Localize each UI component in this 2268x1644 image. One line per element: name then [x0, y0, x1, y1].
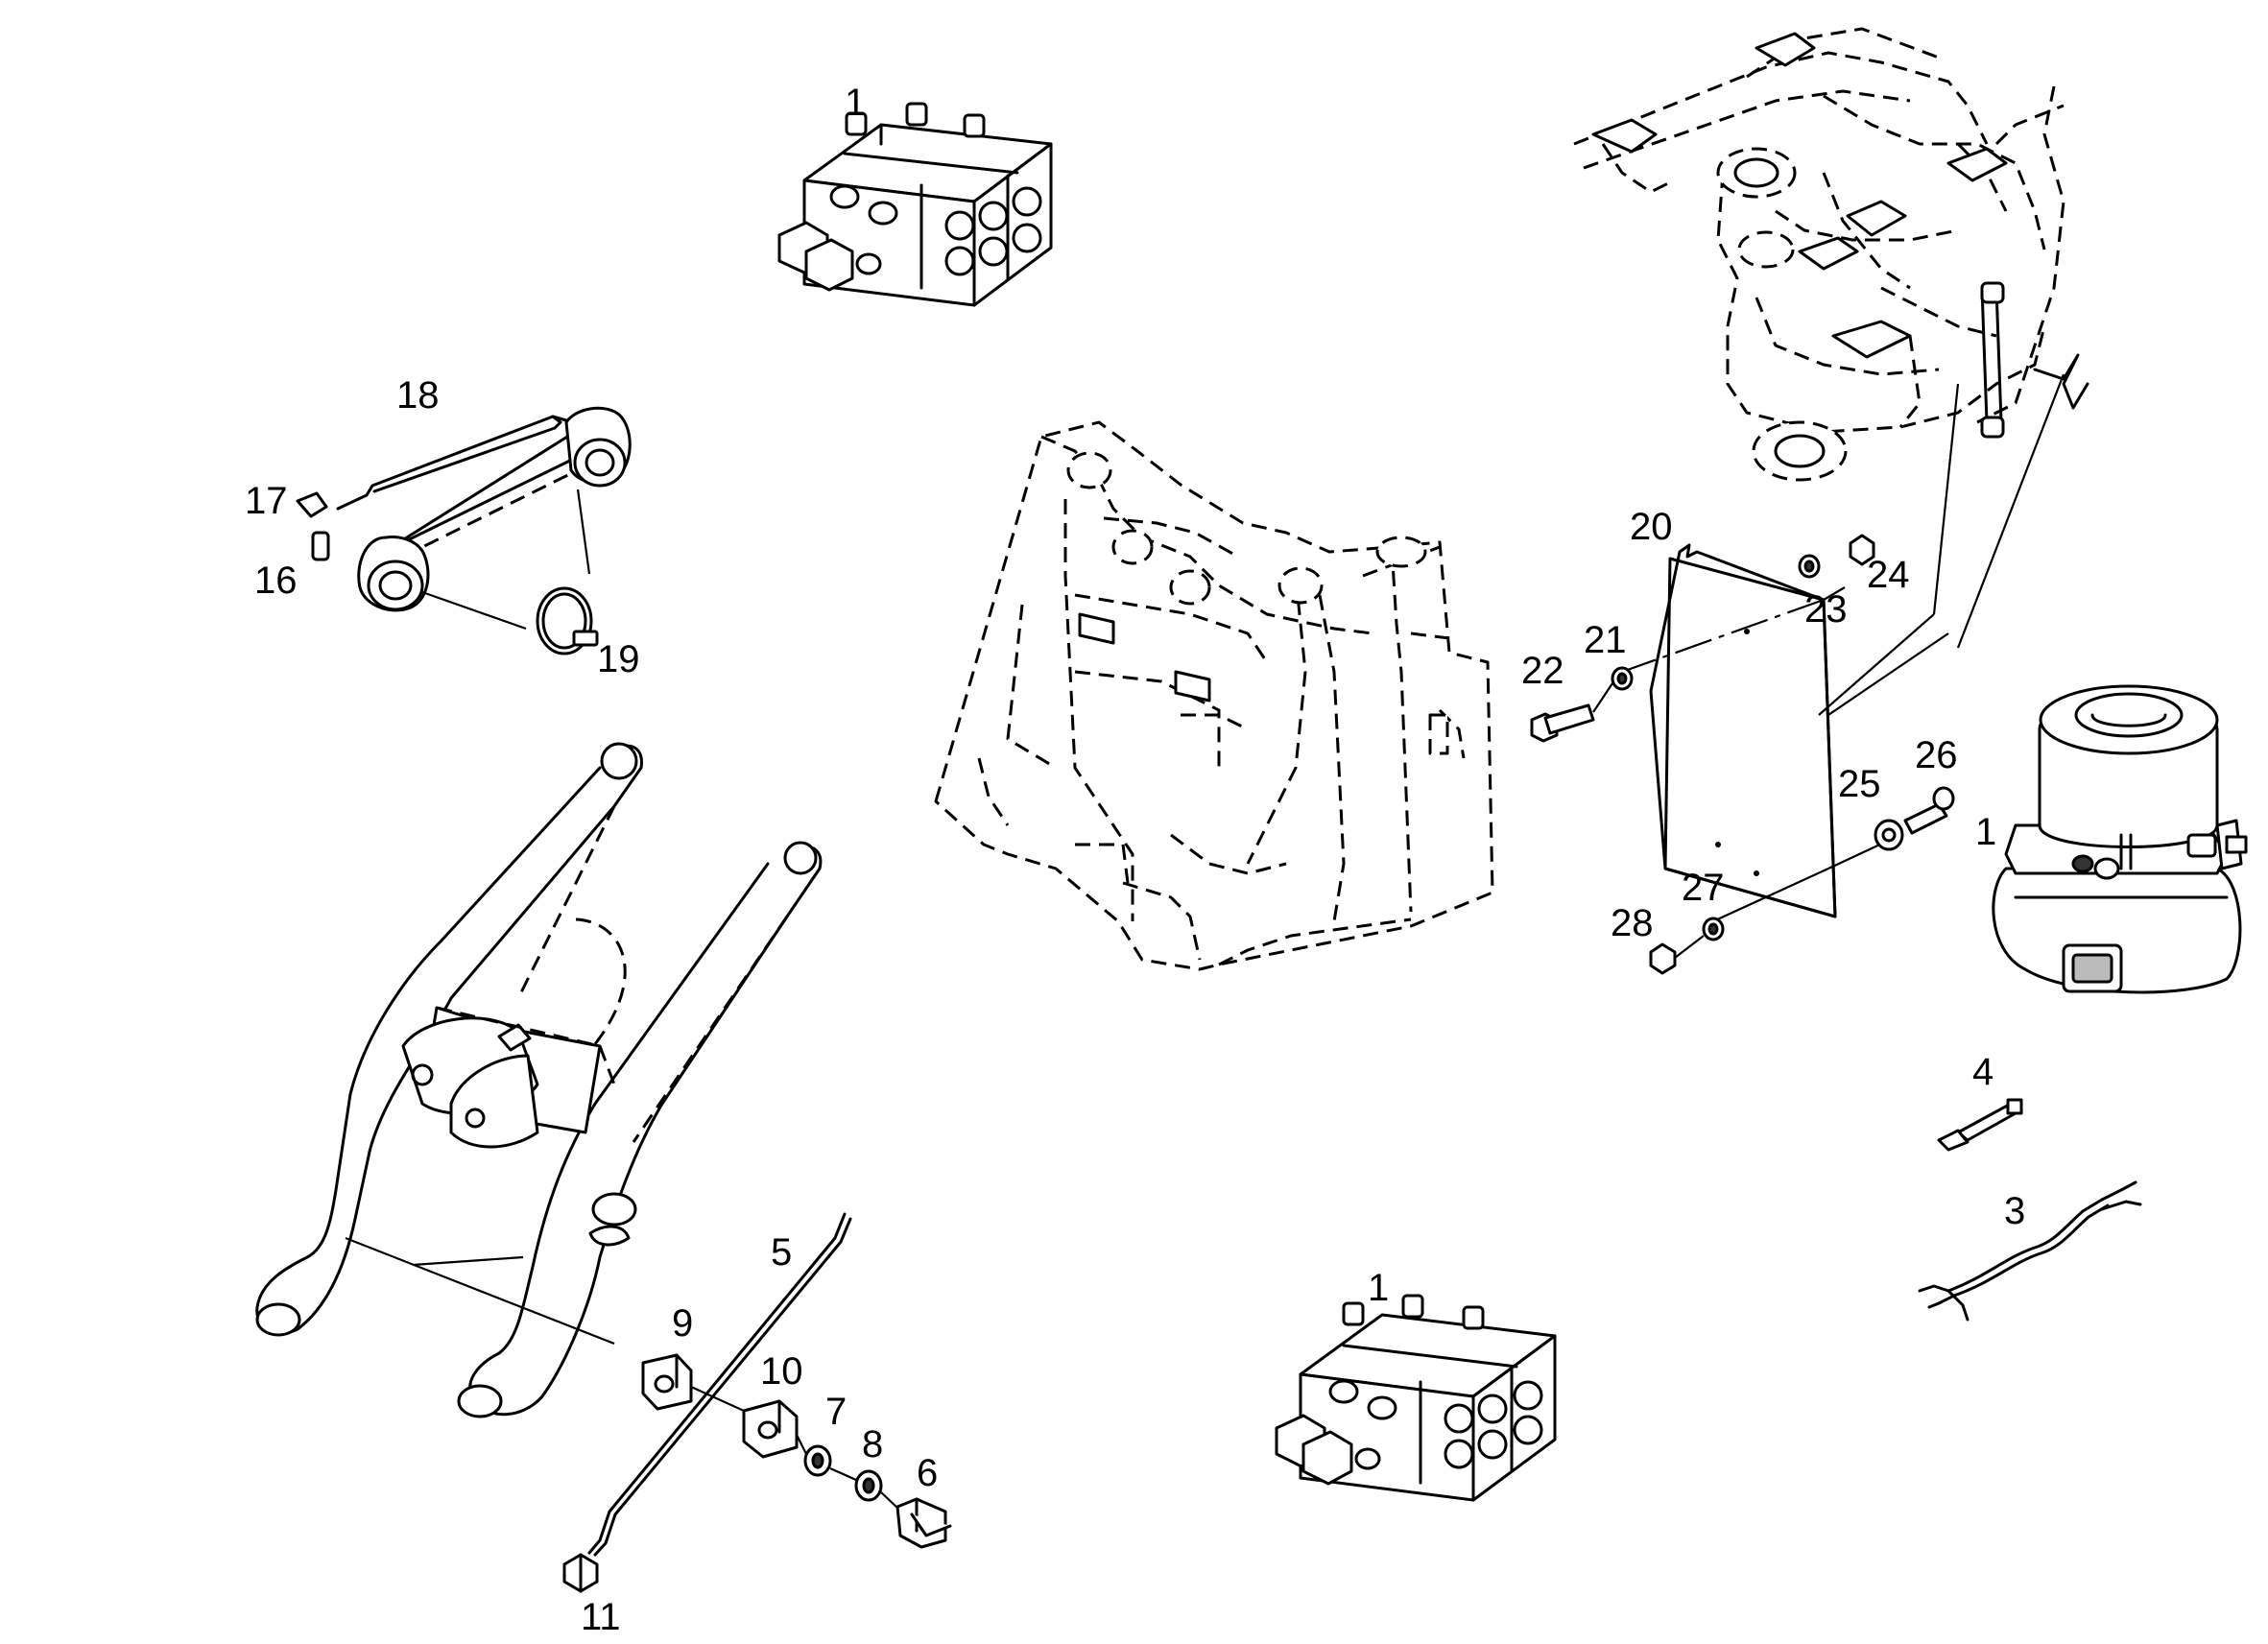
- callout-19: 19: [597, 638, 640, 680]
- callout-16: 16: [254, 560, 298, 602]
- callout-1-bottom: 1: [1368, 1267, 1389, 1309]
- grease-pump: [1992, 684, 2248, 994]
- callout-21: 21: [1584, 619, 1627, 661]
- callout-10: 10: [760, 1350, 803, 1393]
- callout-9: 9: [672, 1302, 693, 1345]
- callout-8: 8: [862, 1423, 883, 1465]
- tilt-link-rod: [296, 406, 632, 655]
- front-frame-top: [1573, 27, 2089, 482]
- loader-frame: [934, 420, 1494, 971]
- callout-27: 27: [1682, 867, 1725, 909]
- callout-28: 28: [1611, 902, 1654, 944]
- callout-1-pump: 1: [1975, 811, 1996, 853]
- callout-1-top: 1: [845, 82, 866, 124]
- fasteners: [1530, 534, 1955, 975]
- callout-3: 3: [2004, 1190, 2025, 1232]
- wiring-harness: [1918, 1180, 2142, 1322]
- callout-18: 18: [396, 374, 440, 417]
- callout-25: 25: [1838, 763, 1881, 805]
- callout-20: 20: [1630, 506, 1673, 548]
- callout-26: 26: [1915, 734, 1958, 776]
- distributor-block-bottom: [1275, 1294, 1557, 1502]
- callout-17: 17: [245, 480, 288, 522]
- filler-nipple: [1937, 1098, 2023, 1152]
- mounting-plate: [1621, 373, 2065, 922]
- callout-4: 4: [1972, 1051, 1993, 1093]
- callout-7: 7: [825, 1391, 847, 1433]
- callout-5: 5: [771, 1231, 792, 1274]
- callout-labels: 1 1 1 3 4 5 6 7 8 9 10 11 16 17 18 19 20…: [245, 82, 2025, 1638]
- callout-24: 24: [1867, 554, 1910, 596]
- hose-clamp-parts: [562, 1212, 952, 1593]
- callout-11: 11: [581, 1596, 621, 1638]
- callout-23: 23: [1804, 588, 1848, 631]
- distributor-block-top: [777, 102, 1053, 307]
- callout-22: 22: [1521, 650, 1564, 692]
- loader-lift-arm: [255, 742, 823, 1418]
- callout-6: 6: [917, 1452, 938, 1494]
